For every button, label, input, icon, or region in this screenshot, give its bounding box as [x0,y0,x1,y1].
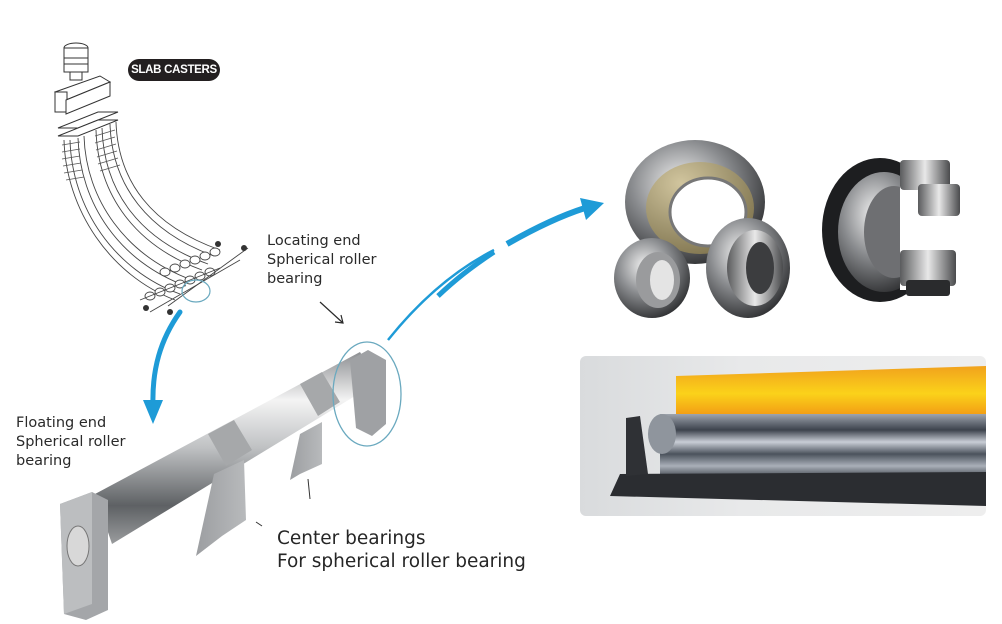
caster-to-roll-arrow [150,309,183,408]
roll-assembly-illustration [60,341,402,620]
center-bearings-label: Center bearings For spherical roller bea… [277,528,526,572]
hot-slab-illustration [610,366,986,506]
locating-end-to-bearing-arrow [505,205,586,247]
hot-slab-on-roll-photo [580,356,986,516]
spherical-roller-bearings-photo [614,140,960,318]
slab-caster-drawing [53,42,249,315]
locating-end-label: Locating end Spherical roller bearing [267,233,377,287]
floating-end-label: Floating end Spherical roller bearing [16,415,126,469]
slab-casters-badge: SLAB CASTERS [128,59,220,81]
